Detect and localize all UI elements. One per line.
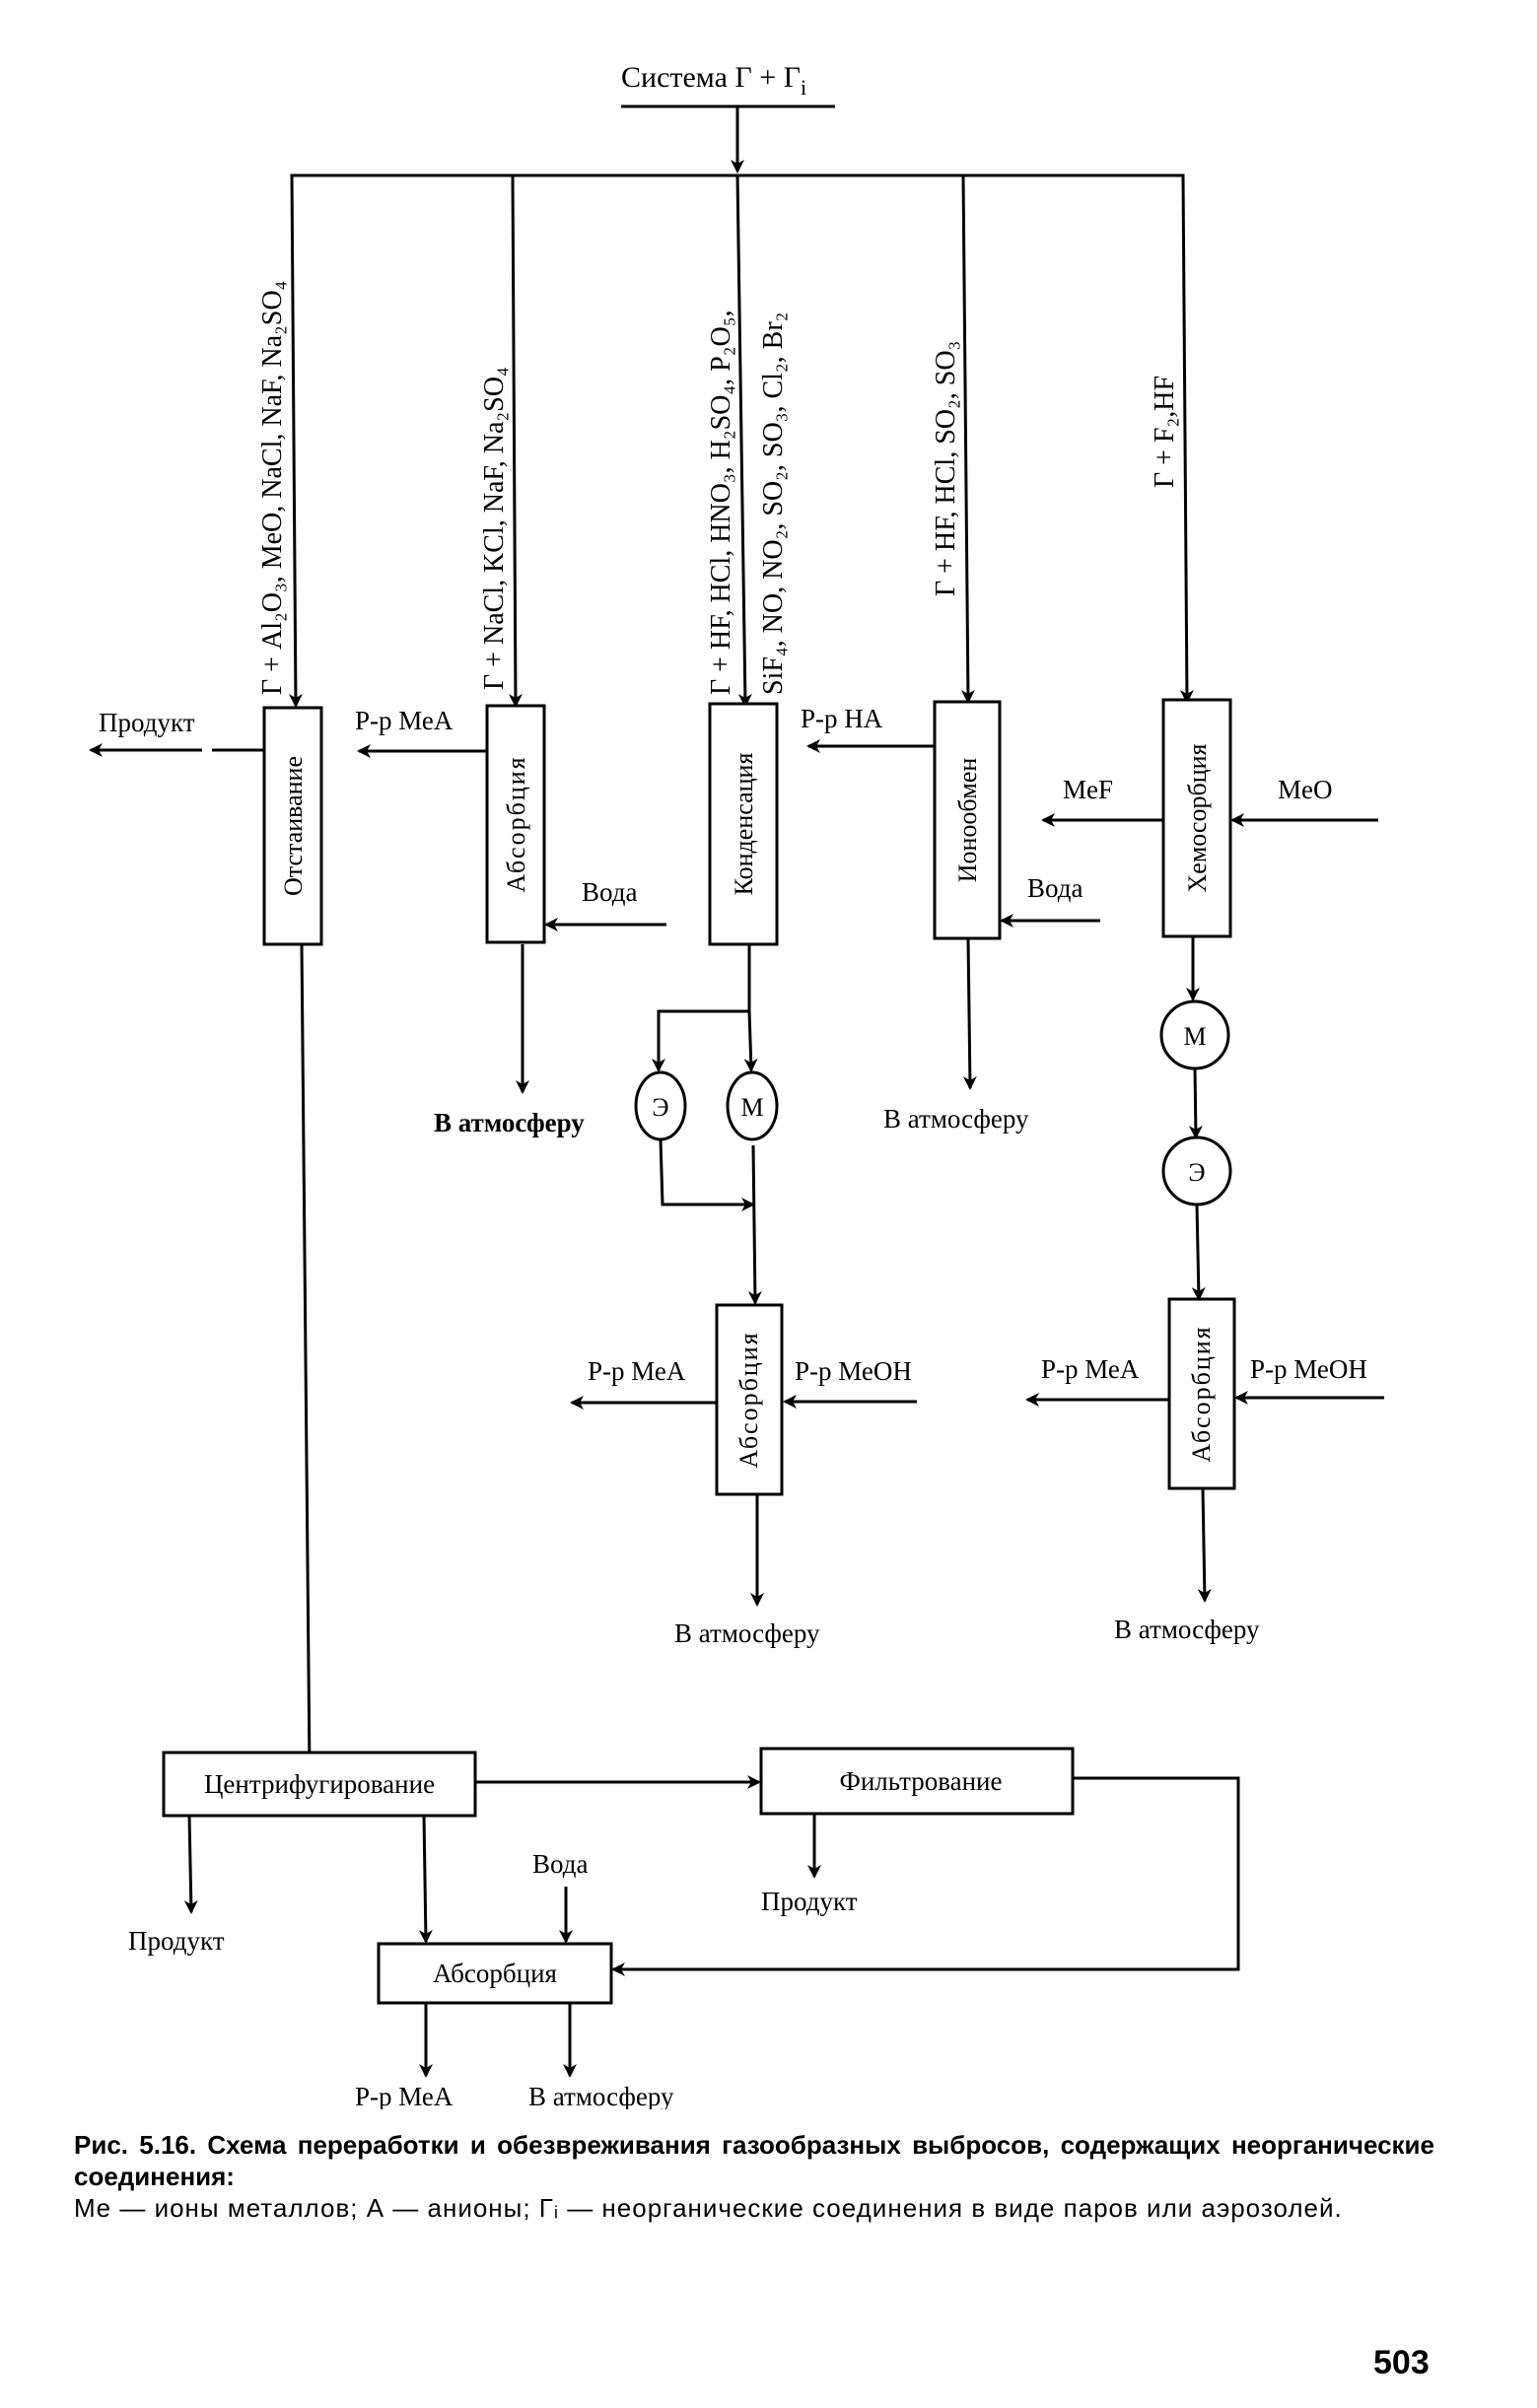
- m-to-absorption-2: [747, 1144, 762, 1305]
- feed-line-chemisorption: [1179, 174, 1194, 704]
- label-water-3: Вода: [532, 1849, 588, 1879]
- label-product-filter: Продукт: [761, 1887, 858, 1916]
- label-to-atm-5: В атмосферу: [528, 2082, 674, 2109]
- stream-label-3b: SiF₄, NO, NO₂, SO₂, SO₃, Cl₂, Br₂: [758, 312, 789, 695]
- unit-absorption-2: Абсорбция: [715, 1303, 784, 1496]
- unit-absorption-3-label: Абсорбция: [1187, 1325, 1216, 1462]
- unit-filtration: Фильтрование: [759, 1747, 1075, 1816]
- device-e-2: Э: [1161, 1135, 1232, 1206]
- feed-line-ionexchange: [960, 174, 975, 704]
- m-to-e-line: [1188, 1067, 1203, 1139]
- unit-absorption-4: Абсорбция: [377, 1942, 613, 2005]
- svg-text:М: М: [1183, 1022, 1206, 1051]
- otstaivanie-to-centrifuge-line: [300, 943, 316, 1774]
- branch-to-m: [743, 1010, 758, 1072]
- unit-otstaivanie-label: Отстаивание: [279, 756, 308, 896]
- unit-otstaivanie: Отстаивание: [262, 706, 323, 946]
- caption-title: Рис. 5.16. Схема переработки и обезврежи…: [74, 2130, 1434, 2191]
- label-to-atm-3: В атмосферу: [674, 1618, 820, 1648]
- device-m-2: М: [1159, 999, 1230, 1070]
- label-product-centrifuge: Продукт: [128, 1926, 225, 1956]
- arrow-to-atm-4: [1197, 1487, 1212, 1603]
- label-rr-mea-2: Р-р МеА: [588, 1356, 686, 1386]
- stream-label-5: Г + F₂,HF: [1150, 376, 1180, 488]
- page-number: 503: [1373, 2344, 1430, 2381]
- stream-label-3a: Г + HF, HCl, HNO₃, H₂SO₄, P₂O₅,: [706, 310, 736, 695]
- unit-ionexchange: Ионообмен: [933, 700, 1002, 940]
- branch-to-e: [652, 1009, 749, 1072]
- unit-absorption-3: Абсорбция: [1167, 1297, 1236, 1490]
- filter-return-line: [611, 1776, 1240, 1976]
- label-water-1: Вода: [582, 877, 637, 907]
- unit-absorption-2-label: Абсорбция: [734, 1331, 763, 1468]
- arrow-to-atm-2: [962, 937, 977, 1090]
- feed-line-absorption-1: [508, 174, 523, 708]
- unit-condensation: Конденсация: [708, 702, 779, 946]
- label-rr-meoh-3: Р-р МеОН: [1250, 1354, 1367, 1384]
- label-rr-meoh-2: Р-р МеОН: [795, 1356, 912, 1386]
- stream-label-1: Г + Al₂O₃, MeO, NaCl, NaF, Na₂SO₄: [257, 281, 288, 695]
- line-gap: [202, 745, 212, 757]
- unit-absorption-1: Абсорбция: [485, 704, 546, 944]
- unit-condensation-label: Конденсация: [730, 753, 758, 896]
- figure-caption: Рис. 5.16. Схема переработки и обезврежи…: [74, 2129, 1434, 2224]
- label-rr-ha: Р-р НА: [801, 704, 883, 733]
- label-to-atm-4: В атмосферу: [1114, 1615, 1260, 1644]
- unit-absorption-1-label: Абсорбция: [502, 755, 530, 892]
- arrow-product-centrifuge: [183, 1815, 198, 1914]
- unit-filtration-label: Фильтрование: [840, 1766, 1003, 1796]
- label-to-atm-2: В атмосферу: [883, 1104, 1029, 1134]
- e-return-line: [659, 1138, 755, 1211]
- label-rr-mea-4: Р-р МеА: [355, 2082, 454, 2109]
- centrifuge-to-absorption-4: [418, 1815, 433, 1944]
- label-rr-mea-3: Р-р МеА: [1041, 1354, 1140, 1384]
- svg-text:М: М: [740, 1093, 763, 1122]
- unit-chemisorption: Хемосорбция: [1161, 698, 1232, 938]
- label-to-atm-1: В атмосферу: [434, 1108, 585, 1137]
- label-water-2: Вода: [1027, 873, 1083, 903]
- label-product-left: Продукт: [99, 708, 195, 737]
- system-label: Система Г + Гi: [621, 61, 806, 100]
- feed-line-condensation: [735, 174, 752, 708]
- svg-text:Э: Э: [1188, 1158, 1205, 1187]
- stream-label-4: Г + HF, HCl, SO₂, SO₃: [931, 341, 961, 596]
- unit-chemisorption-label: Хемосорбция: [1183, 743, 1212, 892]
- stream-label-2: Г + NaCl, KCl, NaF, Na₂SO₄: [479, 367, 510, 690]
- feed-line-otstaivanie: [288, 174, 303, 708]
- svg-text:Э: Э: [652, 1093, 668, 1122]
- unit-ionexchange-label: Ионообмен: [953, 758, 982, 883]
- process-flow-diagram: Система Г + Гi Г + Al₂O₃, MeO, NaCl, NaF…: [89, 61, 1384, 2109]
- e-to-absorption-3: [1191, 1204, 1206, 1301]
- label-meo: MeO: [1278, 775, 1333, 804]
- label-rr-mea-1: Р-р МеА: [355, 706, 454, 735]
- caption-legend: Me — ионы металлов; А — анионы; Гᵢ — нео…: [74, 2193, 1343, 2223]
- device-m-1: М: [726, 1070, 779, 1141]
- device-e-1: Э: [634, 1070, 687, 1141]
- unit-absorption-4-label: Абсорбция: [433, 1959, 557, 1988]
- unit-centrifuge: Центрифугирование: [162, 1751, 477, 1818]
- label-mef: MeF: [1063, 775, 1113, 804]
- unit-centrifuge-label: Центрифугирование: [204, 1769, 435, 1799]
